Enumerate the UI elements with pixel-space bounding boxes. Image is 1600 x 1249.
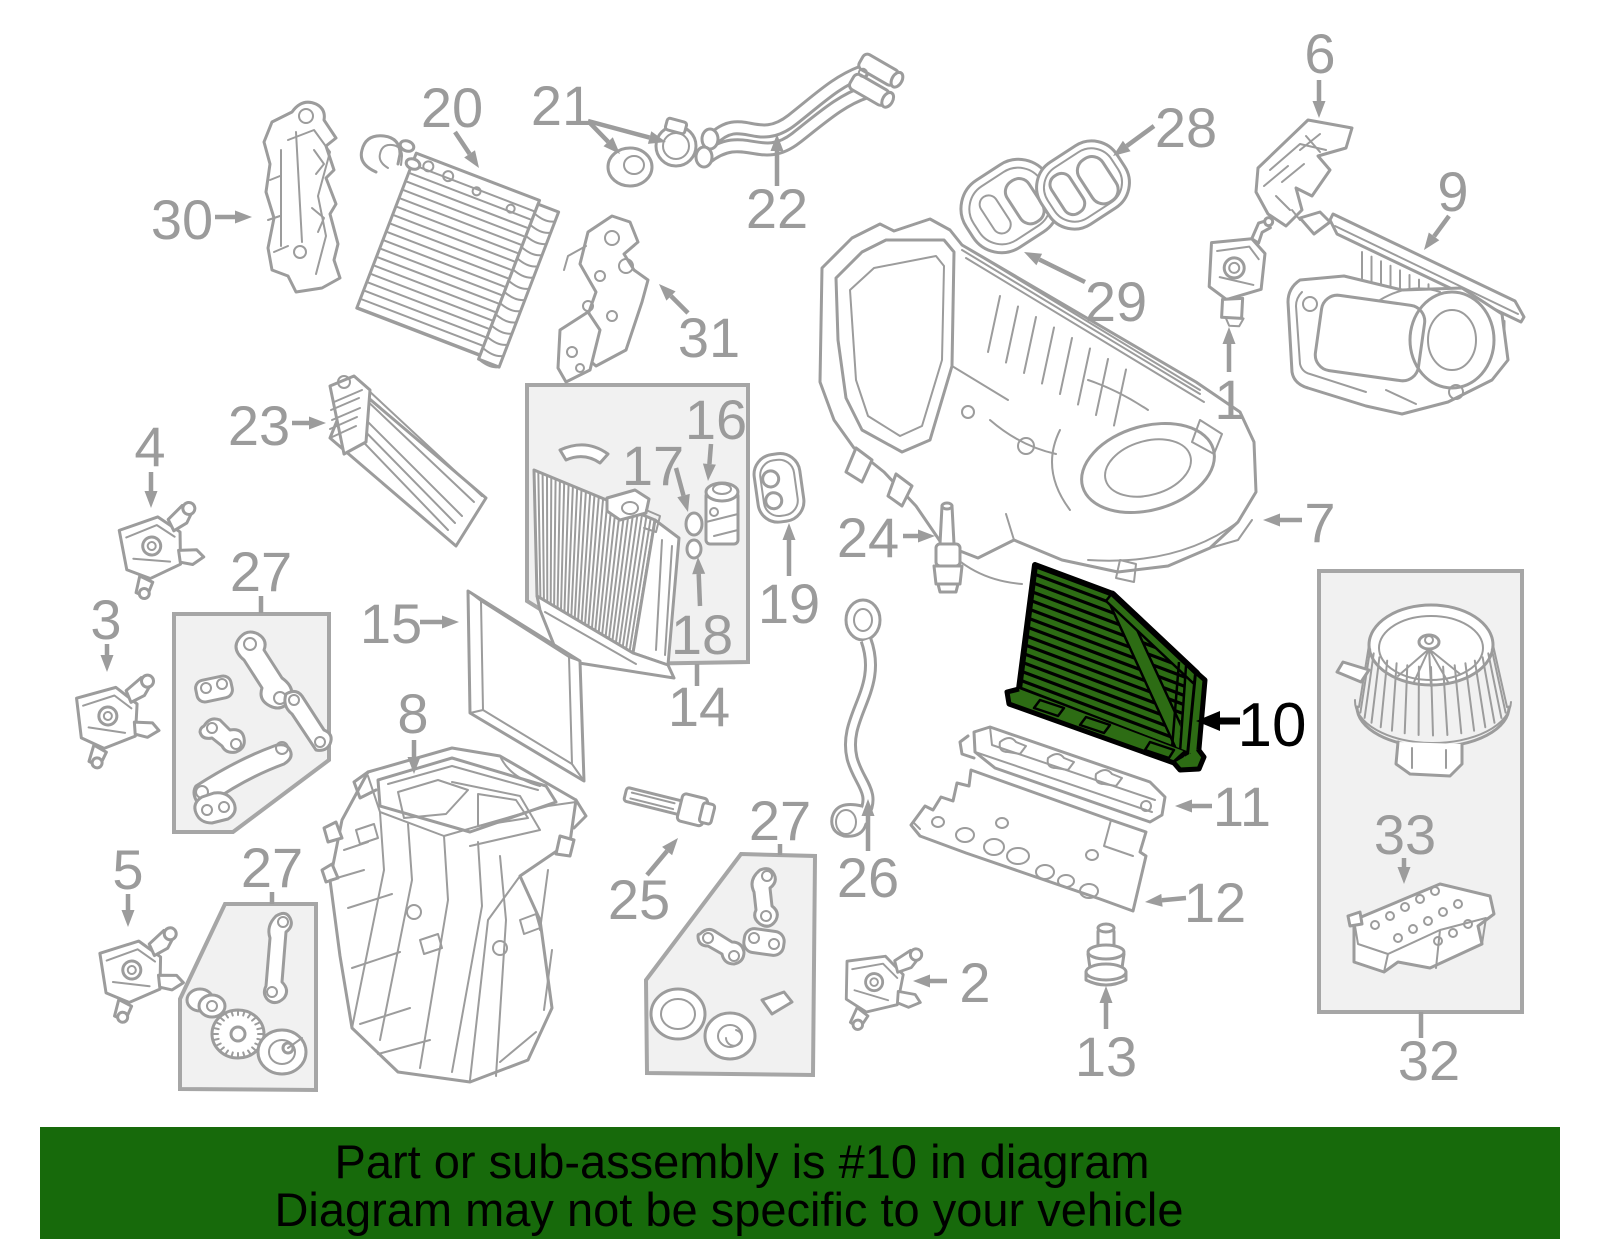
svg-text:19: 19 [758,572,820,635]
svg-text:30: 30 [151,188,213,251]
svg-text:28: 28 [1155,96,1217,159]
svg-text:2: 2 [959,951,990,1014]
svg-text:Diagram may not be specific to: Diagram may not be specific to your vehi… [274,1183,1183,1236]
svg-text:32: 32 [1398,1029,1460,1092]
svg-text:33: 33 [1374,803,1436,866]
svg-text:26: 26 [837,846,899,909]
svg-text:17: 17 [622,434,684,497]
svg-text:31: 31 [678,306,740,369]
svg-text:8: 8 [397,682,428,745]
svg-text:27: 27 [749,789,811,852]
svg-text:23: 23 [228,394,290,457]
svg-text:6: 6 [1304,22,1335,85]
svg-text:9: 9 [1437,160,1468,223]
svg-text:3: 3 [90,588,121,651]
svg-text:27: 27 [241,836,303,899]
svg-text:25: 25 [608,868,670,931]
svg-text:7: 7 [1304,491,1335,554]
svg-text:21: 21 [531,74,593,137]
svg-text:11: 11 [1213,775,1271,838]
svg-text:1: 1 [1214,368,1245,431]
svg-text:27: 27 [230,540,292,603]
svg-text:4: 4 [134,415,165,478]
svg-text:29: 29 [1085,270,1147,333]
svg-text:Part or sub-assembly is #10 in: Part or sub-assembly is #10 in diagram [334,1135,1149,1188]
svg-text:18: 18 [671,603,733,666]
svg-text:13: 13 [1075,1025,1137,1088]
svg-text:22: 22 [746,177,808,240]
svg-text:16: 16 [685,388,747,451]
svg-text:10: 10 [1238,691,1307,760]
svg-text:20: 20 [421,76,483,139]
svg-text:5: 5 [112,838,143,901]
svg-text:12: 12 [1184,871,1246,934]
svg-text:24: 24 [837,506,899,569]
svg-text:15: 15 [360,592,422,655]
